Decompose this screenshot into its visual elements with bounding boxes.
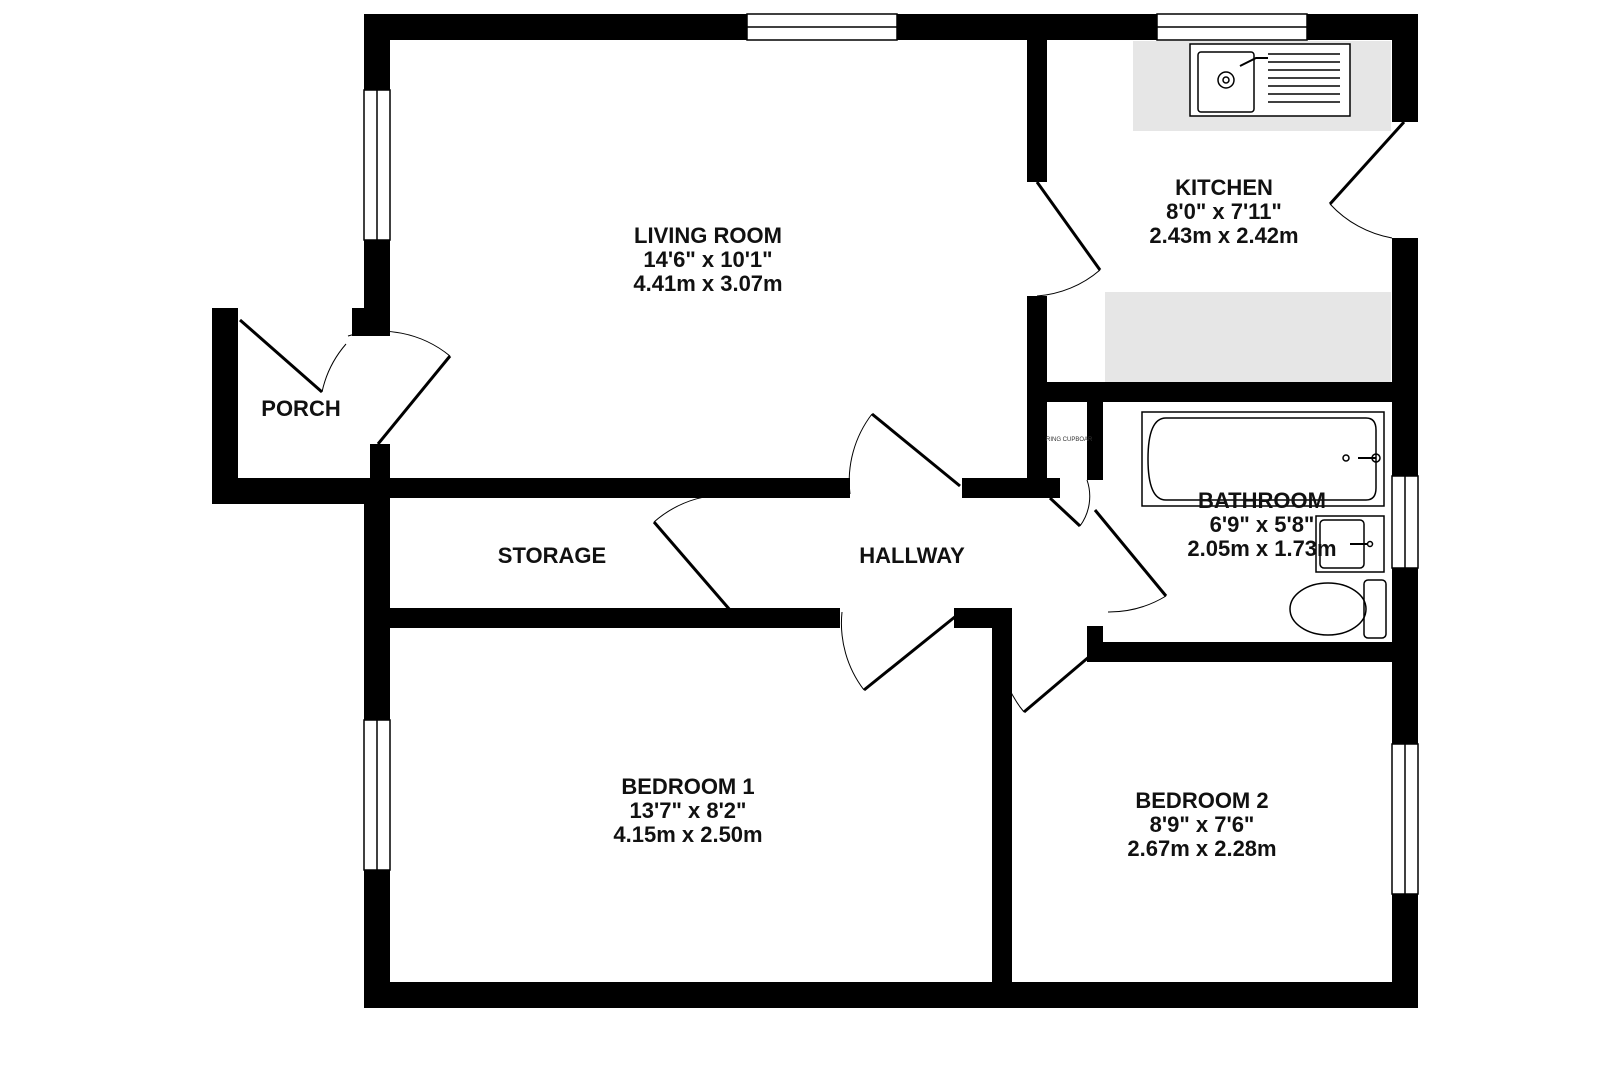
porch-bottom-wall [212,478,390,504]
windows [363,13,1419,895]
room-label-bathroom: BATHROOM 6'9" x 5'8" 2.05m x 1.73m [1187,490,1336,562]
porch-left-wall [212,308,238,504]
bedroom-1-imperial: 13'7" x 8'2" [629,798,747,823]
door-living-hall [848,412,961,495]
window-bedroom2-right [1391,743,1419,895]
basin-icon [1315,515,1385,573]
bedroom-1-name: BEDROOM 1 [621,774,755,799]
wall-right-1 [1392,14,1418,122]
wall-kitchen-bath [1027,382,1418,402]
door-porch-outer [239,318,347,394]
window-living-left [363,89,391,241]
kitchen-worktop-bottom [1105,292,1391,382]
door-bedroom2 [998,625,1091,714]
room-label-bedroom-1: BEDROOM 1 13'7" x 8'2" 4.15m x 2.50m [613,776,762,848]
door-cupboard [1048,479,1091,528]
bathroom-name: BATHROOM [1198,488,1326,513]
room-label-porch: PORCH [261,396,341,421]
wall-left-1 [364,14,390,90]
door-bathroom [1093,509,1168,613]
room-label-bedroom-2: BEDROOM 2 8'9" x 7'6" 2.67m x 2.28m [1127,790,1276,862]
room-label-kitchen: KITCHEN 8'0" x 7'11" 2.43m x 2.42m [1149,177,1298,249]
kitchen-name: KITCHEN [1175,175,1273,200]
living-room-metric: 4.41m x 3.07m [633,271,783,296]
kitchen-metric: 2.43m x 2.42m [1149,223,1299,248]
wall-top-mid [897,14,1157,40]
room-label-living-room: LIVING ROOM 14'6" x 10'1" 4.41m x 3.07m [633,225,782,297]
wall-living-hall-left [390,478,850,498]
wall-bath-bottom [1087,642,1418,662]
bedroom-2-metric: 2.67m x 2.28m [1127,836,1277,861]
wall-storage-bed1-left [390,608,840,628]
wall-living-kitchen-1 [1027,40,1047,182]
wall-left-3 [364,482,390,720]
room-label-hallway: HALLWAY [859,543,965,568]
wall-right-2 [1392,238,1418,476]
door-storage [652,494,745,611]
bathtub-icon [1141,411,1385,507]
wall-bottom [364,982,1418,1008]
bedroom-1-metric: 4.15m x 2.50m [613,822,763,847]
bathroom-imperial: 6'9" x 5'8" [1209,512,1315,537]
window-bedroom1-left [363,719,391,871]
door-porch-living [347,330,452,445]
room-label-storage: STORAGE [497,543,607,568]
door-bedroom1 [840,611,957,692]
bedroom-2-imperial: 8'9" x 7'6" [1149,812,1255,837]
porch-stub-bottom [370,444,390,482]
kitchen-imperial: 8'0" x 7'11" [1166,199,1282,224]
door-kitchen [1035,181,1102,297]
window-living-top [746,13,898,41]
wall-left-4 [364,870,390,1008]
wall-bed1-bed2 [992,608,1012,992]
doors [239,120,1406,714]
wall-top-left [364,14,747,40]
window-kitchen-top [1156,13,1308,41]
walls [212,14,1418,1008]
door-kitchen-external [1328,120,1406,239]
living-room-name: LIVING ROOM [634,223,782,248]
bathroom-metric: 2.05m x 1.73m [1187,536,1337,561]
toilet-icon [1289,579,1387,639]
room-label-airing-cupboard: RING CUPBOAR [1046,437,1093,443]
living-room-imperial: 14'6" x 10'1" [643,247,773,272]
wall-cupboard-bath [1087,382,1103,480]
kitchen-sink-icon [1189,43,1351,117]
bedroom-2-name: BEDROOM 2 [1135,788,1269,813]
window-bathroom-right [1391,475,1419,569]
